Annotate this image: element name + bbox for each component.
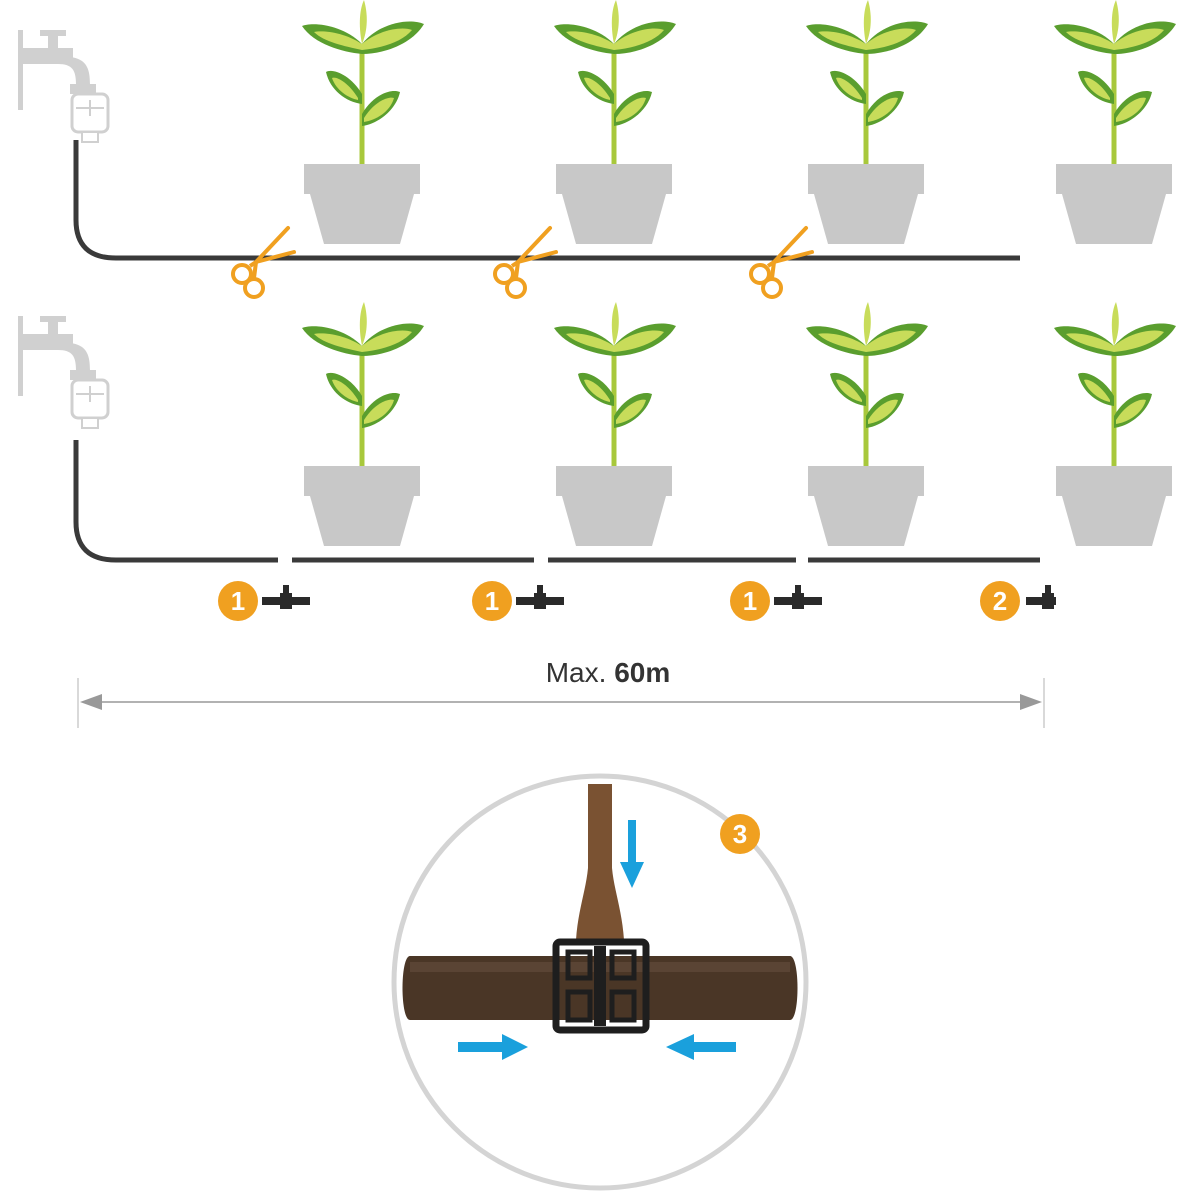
hose-line — [73, 140, 1020, 261]
potted-plant — [302, 0, 424, 244]
arrow-left-icon — [80, 694, 102, 710]
connector-window — [609, 949, 637, 981]
step-badge-number: 1 — [485, 586, 499, 616]
step-badge — [720, 814, 760, 854]
connector-center — [594, 946, 606, 1026]
potted-plant — [1054, 0, 1176, 244]
step-badge — [980, 581, 1020, 621]
connector-window — [565, 949, 593, 981]
scissors-icon — [231, 226, 296, 299]
potted-plant — [806, 0, 928, 244]
scissors-icon — [749, 226, 814, 299]
potted-plant — [1054, 302, 1176, 546]
max-length-value: 60m — [614, 657, 670, 688]
tap-icon — [16, 314, 110, 430]
arrow-right-icon — [1020, 694, 1042, 710]
connector-window — [609, 989, 637, 1023]
max-length-label: Max. 60m — [546, 657, 671, 688]
detail-view: 3 — [391, 773, 809, 1191]
flow-arrow-icon — [620, 820, 644, 888]
step-badge-number: 1 — [231, 586, 245, 616]
row-connecting: 1 1 1 2 — [16, 302, 1176, 621]
potted-plant — [302, 302, 424, 546]
dripper-tube — [576, 784, 624, 940]
row-cutting — [16, 0, 1176, 299]
t-connector-icon — [774, 585, 822, 609]
tap-icon — [16, 28, 110, 144]
step-badge — [472, 581, 512, 621]
step-badge-number: 1 — [743, 586, 757, 616]
scissors-icon — [493, 226, 558, 299]
step-badge-number: 3 — [733, 819, 747, 849]
max-length-prefix: Max. — [546, 657, 607, 688]
step-badge — [218, 581, 258, 621]
step-badge-number: 2 — [993, 586, 1007, 616]
potted-plant — [554, 0, 676, 244]
end-plug-icon — [1026, 585, 1056, 609]
potted-plant — [806, 302, 928, 546]
flow-arrow-icon — [458, 1034, 528, 1060]
connector-window — [565, 989, 593, 1023]
flow-arrow-icon — [666, 1034, 736, 1060]
t-connector-icon — [262, 585, 310, 609]
hose-segment — [73, 440, 278, 563]
tee-connector — [552, 938, 650, 1034]
t-connector-icon — [516, 585, 564, 609]
potted-plant — [554, 302, 676, 546]
step-badge — [730, 581, 770, 621]
length-dimension: Max. 60m — [77, 657, 1045, 728]
